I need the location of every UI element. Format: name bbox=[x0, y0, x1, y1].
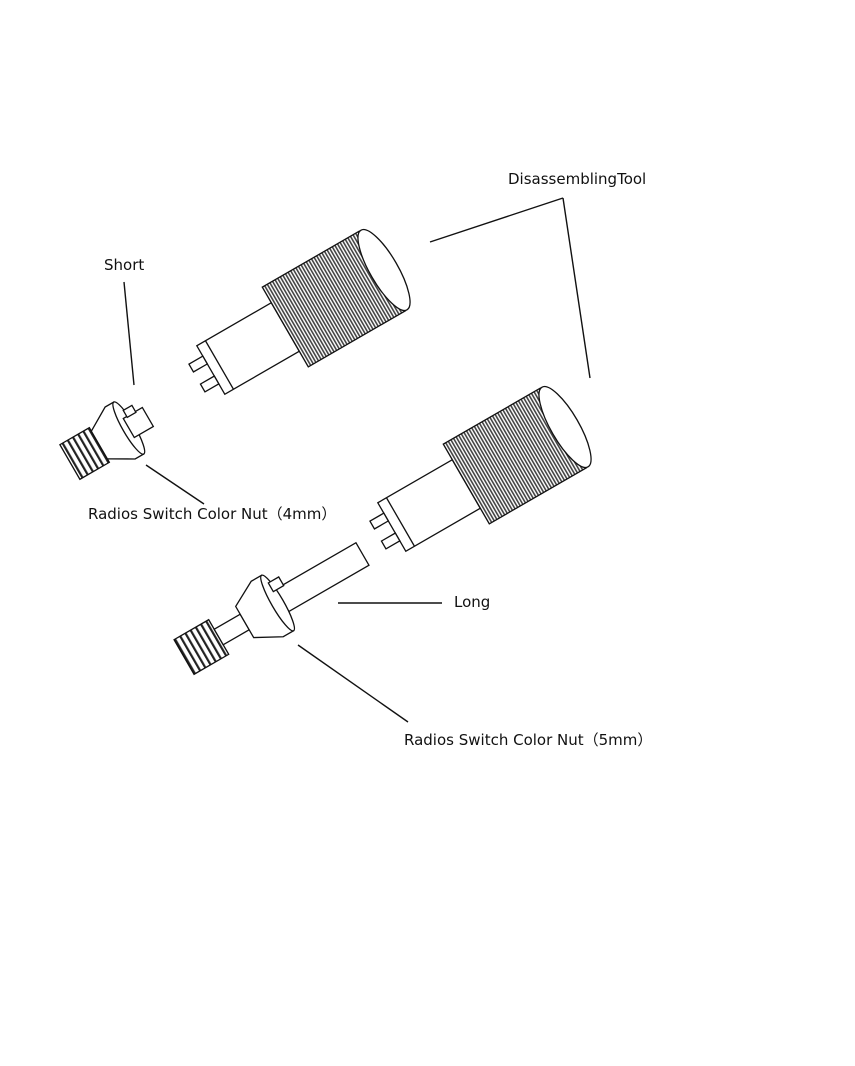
label-long: Long bbox=[454, 593, 491, 611]
label-disassembling-tool: DisassemblingTool bbox=[508, 170, 647, 188]
disassembling-tool-upper bbox=[188, 228, 411, 396]
leader-tool-lower bbox=[562, 197, 591, 379]
leader-5mm bbox=[297, 644, 409, 723]
label-color-nut-4mm: Radios Switch Color Nut（4mm） bbox=[88, 505, 337, 523]
label-short: Short bbox=[104, 256, 145, 274]
leader-4mm bbox=[145, 464, 205, 505]
leader-lines bbox=[123, 197, 591, 723]
color-nut-4mm-short bbox=[59, 401, 155, 481]
leader-tool-upper bbox=[429, 197, 564, 243]
label-color-nut-5mm: Radios Switch Color Nut（5mm） bbox=[404, 731, 653, 749]
leader-short bbox=[123, 281, 135, 386]
color-nut-5mm-long bbox=[173, 541, 370, 676]
disassembling-tool-lower bbox=[369, 385, 592, 553]
